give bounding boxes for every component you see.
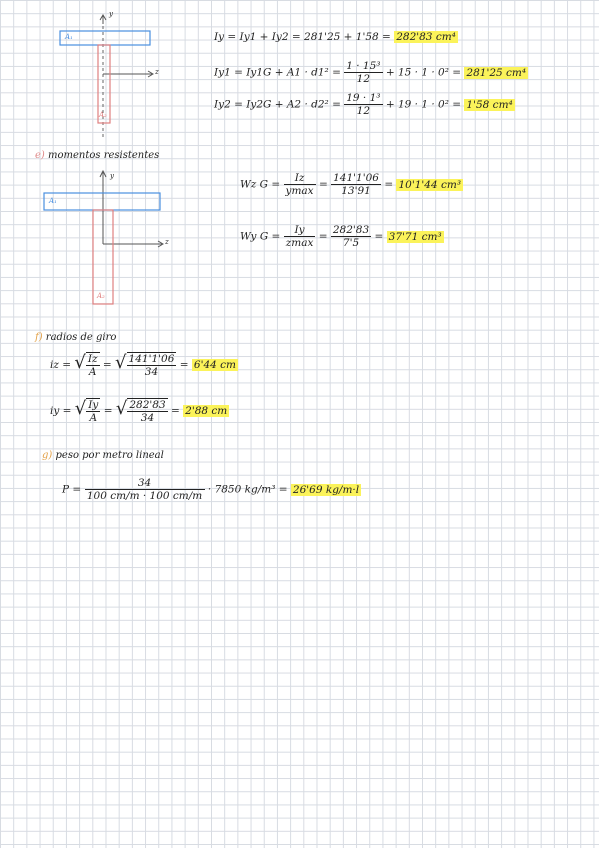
eq-iy2-fraction: 19 · 1³ 12 [344, 92, 383, 117]
eq-iy2-den: 12 [356, 105, 371, 117]
eq-p-den: 100 cm/m · 100 cm/m [86, 490, 203, 502]
equation-iy1: Iy1 = Iy1G + A1 · d1² = 1 · 15³ 12 + 15 … [214, 60, 529, 85]
equation-iz: iz = √ Iz A = √ 141'1'06 34 = 6'44 cm [50, 352, 238, 378]
y-axis-label-2: y [110, 172, 114, 180]
eq-iy-mid: 281'25 + 1'58 = [304, 31, 391, 43]
eq-p-mult: · 7850 kg/m³ = [207, 483, 288, 496]
flange-rect-2 [43, 192, 161, 211]
eq-iyr-fraction-1: Iy A [86, 398, 101, 424]
equation-iy2: Iy2 = Iy2G + A2 · d2² = 19 · 1³ 12 + 19 … [214, 92, 515, 117]
eq-iyr-f2-num: 282'83 [127, 399, 168, 412]
eq-iy1-num: 1 · 15³ [344, 60, 383, 73]
section-e-heading: e) momentos resistentes [35, 150, 159, 161]
web-rect-2 [92, 209, 114, 305]
eq-wy-f2-den: 7'5 [342, 237, 360, 249]
eq-wz-result: 10'1'44 cm³ [396, 178, 464, 191]
eq-iz-f2-num: 141'1'06 [126, 353, 177, 366]
equation-iy-total: Iy = Iy1 + Iy2 = 281'25 + 1'58 = 282'83 … [214, 31, 458, 43]
eq-iyr-fraction-2: 282'83 34 [127, 398, 168, 424]
eq-iz-result: 6'44 cm [191, 359, 238, 371]
section-g-heading: g) peso por metro lineal [42, 450, 164, 461]
eq-iy-lhs: Iy = Iy1 + Iy2 = [214, 31, 301, 43]
eq-iy1-rest: + 15 · 1 · 0² = [385, 66, 462, 79]
eq-iz-f1-num: Iz [85, 353, 100, 366]
eq-wz-f1-num: Iz [283, 172, 316, 185]
eq-iy1-den: 12 [356, 73, 371, 85]
web-label-2: A₂ [97, 292, 105, 300]
z-axis-label-1: z [155, 68, 159, 76]
eq-wy-lhs: Wy G = [240, 230, 281, 243]
eq-iyr-f2-den: 34 [140, 412, 155, 424]
eq-wz-lhs: Wz G = [240, 178, 281, 191]
flange-label-2: A₁ [49, 197, 57, 205]
eq-iyr-f1-den: A [89, 412, 98, 424]
eq-wy-fraction-2: 282'83 7'5 [330, 224, 372, 249]
eq-iyr-result: 2'88 cm [183, 405, 230, 417]
eq-iyr-lhs: iy = [50, 405, 72, 417]
eq-iyr-f1-num: Iy [86, 399, 101, 412]
flange-label-1: A₁ [65, 33, 73, 41]
eq-wz-f2-num: 141'1'06 [331, 172, 381, 185]
eq-iy2-num: 19 · 1³ [344, 92, 383, 105]
eq-iz-lhs: iz = [50, 359, 72, 371]
eq-wy-f1-num: Iy [283, 224, 316, 237]
section-f-letter: f) [35, 332, 43, 343]
eq-wz-f1-den: ymax [285, 185, 314, 197]
eq-iy2-rest: + 19 · 1 · 0² = [385, 98, 462, 111]
section-f-heading: f) radios de giro [35, 332, 116, 343]
eq-p-fraction: 34 100 cm/m · 100 cm/m [84, 477, 205, 502]
eq-wy-fraction-1: Iy zmax [283, 224, 316, 249]
y-axis-label-1: y [109, 10, 113, 18]
eq-iy1-fraction: 1 · 15³ 12 [344, 60, 383, 85]
section-g-letter: g) [42, 450, 53, 461]
section-g-title: peso por metro lineal [55, 450, 164, 461]
eq-iy2-lhs: Iy2 = Iy2G + A2 · d2² = [214, 98, 341, 111]
eq-iz-f1-den: A [88, 366, 97, 378]
web-label-1: A₂ [99, 111, 107, 119]
section-f-title: radios de giro [45, 332, 117, 343]
eq-wz-fraction-2: 141'1'06 13'91 [331, 172, 381, 197]
eq-p-lhs: P = [62, 483, 82, 496]
eq-wy-f2-num: 282'83 [330, 224, 372, 237]
eq-wz-fraction-1: Iz ymax [283, 172, 316, 197]
eq-wy-f1-den: zmax [285, 237, 314, 249]
section-e-letter: e) [35, 150, 45, 161]
eq-iz-fraction-2: 141'1'06 34 [126, 352, 177, 378]
equation-wz: Wz G = Iz ymax = 141'1'06 13'91 = 10'1'4… [240, 172, 464, 197]
equation-wy: Wy G = Iy zmax = 282'83 7'5 = 37'71 cm³ [240, 224, 444, 249]
z-axis-label-2: z [165, 238, 169, 246]
web-rect-1 [97, 44, 111, 124]
section-e-title: momentos resistentes [48, 150, 160, 161]
eq-iz-f2-den: 34 [144, 366, 159, 378]
eq-p-result: 26'69 kg/m·l [290, 483, 362, 496]
eq-iy1-result: 281'25 cm⁴ [464, 66, 529, 79]
eq-iz-fraction-1: Iz A [85, 352, 100, 378]
eq-iy1-lhs: Iy1 = Iy1G + A1 · d1² = [214, 66, 341, 79]
equation-iy-radius: iy = √ Iy A = √ 282'83 34 = 2'88 cm [50, 398, 230, 424]
eq-iy-result: 282'83 cm⁴ [394, 31, 458, 43]
eq-p-num: 34 [84, 477, 205, 490]
eq-wz-f2-den: 13'91 [341, 185, 371, 197]
equation-weight: P = 34 100 cm/m · 100 cm/m · 7850 kg/m³ … [62, 477, 362, 502]
eq-iy2-result: 1'58 cm⁴ [464, 98, 515, 111]
eq-wy-result: 37'71 cm³ [386, 230, 444, 243]
